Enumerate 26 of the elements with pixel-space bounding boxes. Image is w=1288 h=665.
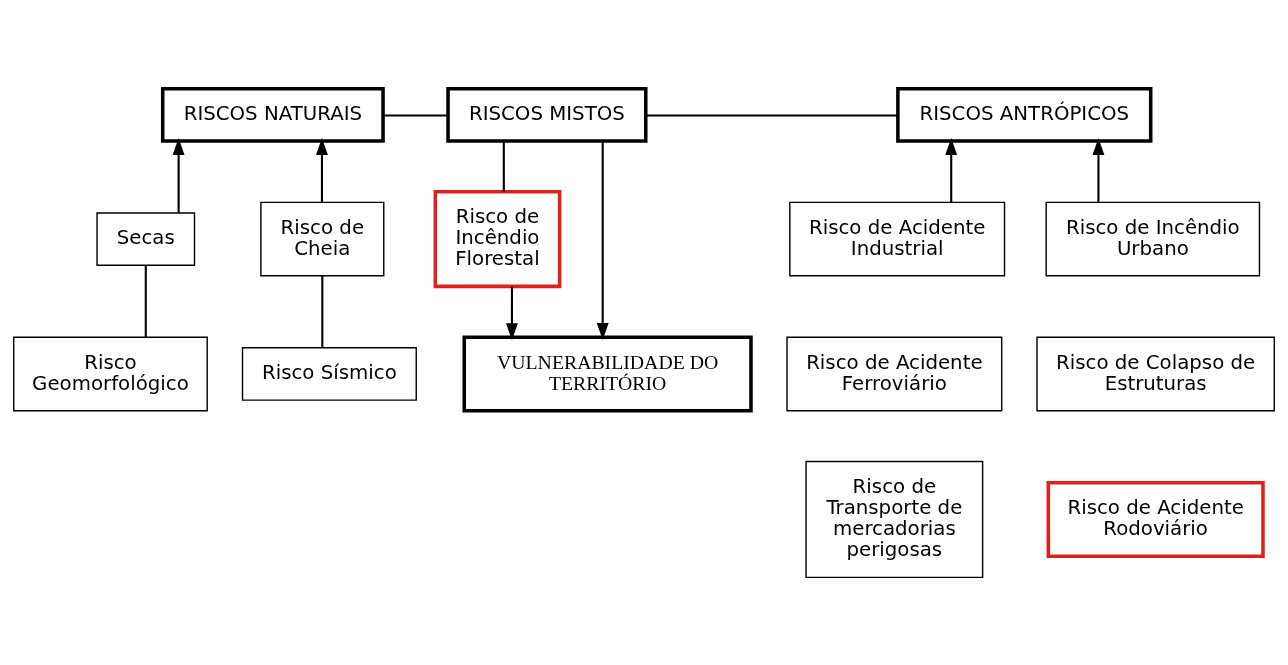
arrow bbox=[506, 286, 518, 340]
connector bbox=[383, 113, 448, 117]
node-box: Risco de Colapso de Estruturas bbox=[1036, 336, 1275, 411]
node-box: Risco Geomorfológico bbox=[13, 336, 208, 411]
node-box: Risco de Cheia bbox=[260, 201, 385, 276]
node-box: VULNERABILIDADE DO TERRITÓRIO bbox=[462, 334, 753, 412]
connector bbox=[502, 140, 505, 192]
connector bbox=[144, 265, 147, 337]
connector bbox=[321, 275, 324, 347]
node-box: Risco de Acidente Industrial bbox=[789, 201, 1006, 276]
node-box: RISCOS MISTOS bbox=[446, 86, 648, 143]
arrow bbox=[1092, 137, 1105, 202]
node-box: Risco de Incêndio Florestal bbox=[433, 189, 562, 288]
node-box: RISCOS NATURAIS bbox=[160, 86, 385, 143]
node-box: Risco de Transporte de mercadorias perigosas bbox=[805, 460, 984, 578]
arrow bbox=[596, 140, 609, 340]
node-box: Risco de Acidente Rodoviário bbox=[1046, 480, 1265, 558]
node-box: RISCOS ANTRÓPICOS bbox=[896, 86, 1153, 143]
connector bbox=[645, 113, 898, 117]
node-box: Risco de Acidente Ferroviário bbox=[786, 336, 1003, 411]
arrow bbox=[945, 137, 958, 202]
arrow bbox=[316, 137, 328, 202]
node-box: Risco de Incêndio Urbano bbox=[1045, 201, 1261, 276]
node-box: Risco Sísmico bbox=[241, 346, 417, 401]
arrow bbox=[172, 137, 185, 213]
node-box: Secas bbox=[96, 211, 196, 266]
